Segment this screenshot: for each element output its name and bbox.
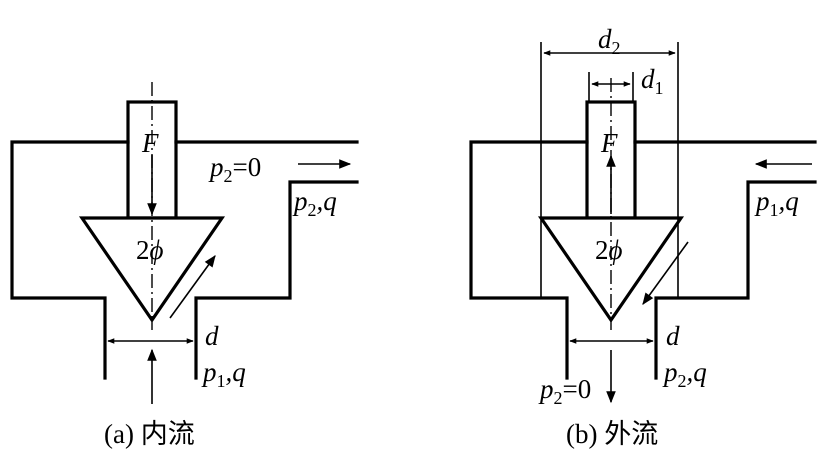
cone-angle-label-a: 2ϕ	[136, 235, 164, 265]
valve-body-outline-a	[10, 140, 130, 380]
cone-angle-label-b: 2ϕ	[595, 235, 623, 265]
inlet-flow-label-a: p1,q	[201, 357, 246, 391]
flow-arrow-cone-a	[169, 255, 216, 319]
outlet-pressure-label-a: p2=0	[208, 152, 261, 186]
outlet-flow-label-a: p2,q	[292, 186, 337, 220]
valve-outlet-lower-a	[194, 180, 359, 380]
caption-a: (a) 内流	[104, 419, 195, 449]
d2-label: d2	[598, 24, 621, 58]
inlet-flow-label-b: p1,q	[754, 186, 799, 220]
diameter-label-a: d	[205, 321, 219, 351]
force-label-b: F	[600, 128, 618, 158]
valve-body-lower-b	[654, 180, 817, 380]
panel-a: F 2ϕ p2=0 p2,q d p1,q (a) 内流	[10, 82, 359, 449]
caption-b: (b) 外流	[566, 419, 658, 449]
diameter-label-b: d	[666, 321, 680, 351]
panel-b: d2 d1 F 2ϕ p1,q d p2,q p2=0 (b) 外流	[469, 24, 817, 449]
outlet-flow-label-b: p2,q	[662, 357, 707, 391]
force-label-a: F	[141, 128, 159, 158]
d1-label: d1	[641, 64, 664, 98]
outlet-pressure-label-b: p2=0	[538, 374, 591, 408]
valve-body-outline-b	[469, 140, 589, 380]
flow-arrow-cone-b	[642, 241, 689, 305]
